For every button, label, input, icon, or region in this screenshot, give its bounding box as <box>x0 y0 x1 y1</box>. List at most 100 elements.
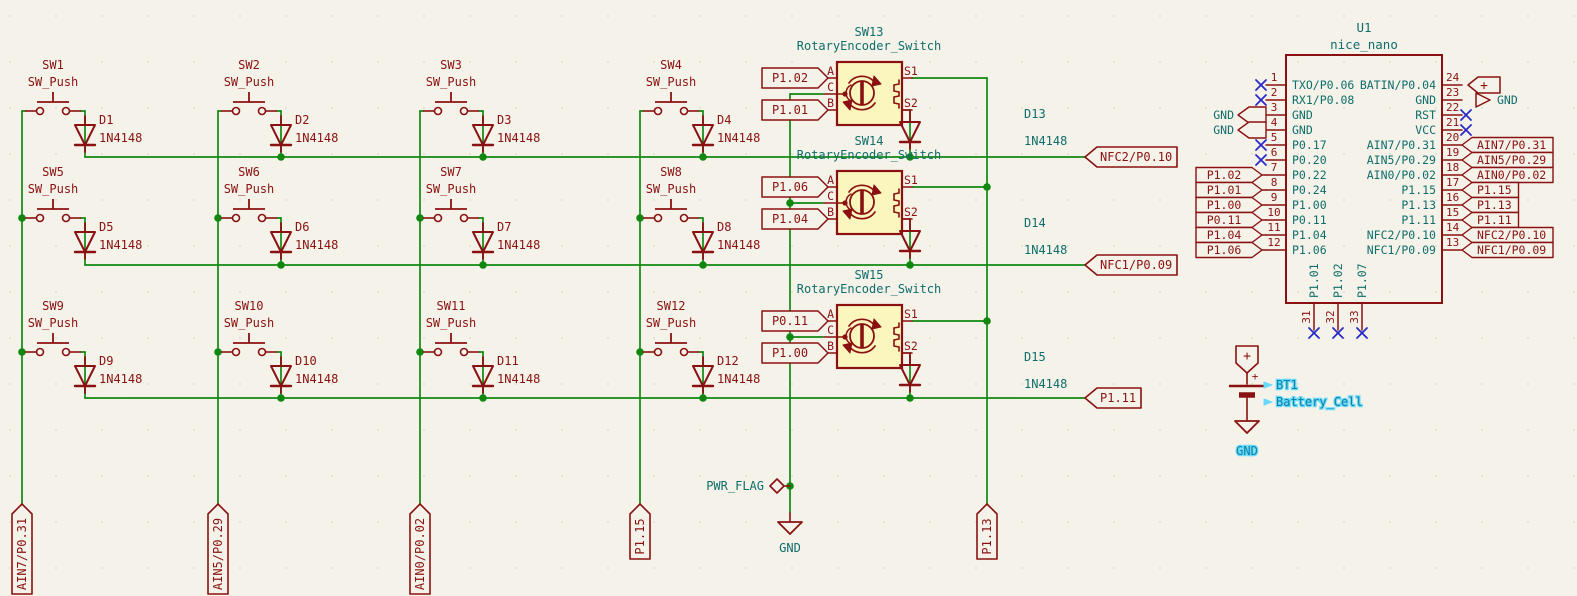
ref-designator[interactable]: D12 <box>717 354 739 368</box>
net-label-text[interactable]: AIN0/P0.02 <box>1477 168 1546 182</box>
component-value[interactable]: 1N4148 <box>497 131 540 145</box>
net-label-text[interactable]: GND <box>1497 93 1518 107</box>
component-value[interactable]: 1N4148 <box>497 372 540 386</box>
net-label-text[interactable]: AIN5/P0.29 <box>1477 153 1546 167</box>
battery-bt1[interactable] <box>1229 384 1265 398</box>
pin-number[interactable]: 1 <box>1271 71 1278 84</box>
pin-name[interactable]: BATIN/P0.04 <box>1360 78 1436 92</box>
pin-number[interactable]: 4 <box>1271 116 1278 129</box>
switch-sw4[interactable] <box>643 92 699 116</box>
net-label-text[interactable]: P1.11 <box>1477 213 1512 227</box>
net-label-text[interactable]: P1.00 <box>772 346 808 360</box>
pin-name[interactable]: NFC1/P0.09 <box>1367 243 1436 257</box>
polarity-mark[interactable]: + <box>1252 370 1259 383</box>
net-label-text[interactable]: AIN0/P0.02 <box>413 518 427 590</box>
global-label[interactable] <box>976 503 998 560</box>
pin-name[interactable]: S2 <box>904 339 918 353</box>
battery-plus-port-icon[interactable] <box>1235 345 1259 374</box>
pin-name[interactable]: A <box>827 173 834 187</box>
switch-sw2[interactable] <box>221 92 277 116</box>
pin-number[interactable]: 2 <box>1271 86 1278 99</box>
component-value[interactable]: SW_Push <box>426 75 477 89</box>
net-label-text[interactable]: NFC1/P0.09 <box>1100 258 1172 272</box>
pin-name[interactable]: B <box>827 339 834 353</box>
ref-designator[interactable]: D4 <box>717 113 731 127</box>
pin-number[interactable]: 23 <box>1446 86 1459 99</box>
pin-name[interactable]: S2 <box>904 205 918 219</box>
pin-name[interactable]: A <box>827 64 834 78</box>
ref-designator[interactable]: D15 <box>1024 350 1046 364</box>
net-label-text[interactable]: P0.11 <box>772 314 808 328</box>
gnd-power-label[interactable] <box>1237 121 1267 139</box>
plus-label[interactable]: + <box>1243 349 1251 364</box>
global-label[interactable] <box>1084 254 1178 276</box>
component-value[interactable]: SW_Push <box>426 182 477 196</box>
component-value[interactable]: SW_Push <box>224 75 275 89</box>
pin-number[interactable]: 11 <box>1267 221 1280 234</box>
global-label[interactable] <box>11 503 33 595</box>
net-label-text[interactable]: P1.15 <box>633 518 647 554</box>
global-label[interactable] <box>1461 136 1554 154</box>
ref-designator[interactable]: D3 <box>497 113 511 127</box>
switch-sw1[interactable] <box>25 92 81 116</box>
switch-sw3[interactable] <box>423 92 479 116</box>
net-label-text[interactable]: P1.02 <box>1207 168 1242 182</box>
ref-designator[interactable]: D2 <box>295 113 309 127</box>
component-value[interactable]: 1N4148 <box>717 238 760 252</box>
pin-name[interactable]: P1.13 <box>1401 198 1436 212</box>
pin-name[interactable]: GND <box>1415 93 1436 107</box>
net-label-text[interactable]: P1.04 <box>772 212 808 226</box>
pin-name[interactable]: P1.04 <box>1292 228 1327 242</box>
component-value[interactable]: SW_Push <box>646 182 697 196</box>
pin-name[interactable]: P1.01 <box>1307 263 1321 298</box>
net-label-text[interactable]: P1.13 <box>980 518 994 554</box>
global-label[interactable] <box>761 342 829 364</box>
ref-designator[interactable]: SW13 <box>855 25 884 39</box>
switch-sw6[interactable] <box>221 199 277 223</box>
component-value[interactable]: nice_nano <box>1330 37 1398 52</box>
gnd-symbol-icon[interactable] <box>777 521 803 535</box>
component-value[interactable]: SW_Push <box>224 182 275 196</box>
pin-name[interactable]: C <box>827 189 834 203</box>
global-label[interactable] <box>1195 241 1263 259</box>
ref-designator[interactable]: D11 <box>497 354 519 368</box>
pin-number[interactable]: 17 <box>1446 176 1459 189</box>
pin-name[interactable]: NFC2/P0.10 <box>1367 228 1436 242</box>
global-label[interactable] <box>1461 211 1520 229</box>
net-label-text[interactable]: NFC2/P0.10 <box>1100 150 1172 164</box>
global-label[interactable] <box>409 503 431 595</box>
component-value[interactable]: 1N4148 <box>497 238 540 252</box>
pin-name[interactable]: A <box>827 307 834 321</box>
gnd-symbol-icon[interactable] <box>1234 420 1260 434</box>
pin-number[interactable]: 7 <box>1271 161 1278 174</box>
ref-designator[interactable]: SW10 <box>235 299 264 313</box>
pin-number[interactable]: 5 <box>1271 131 1278 144</box>
pin-name[interactable]: P0.20 <box>1292 153 1327 167</box>
net-label-text[interactable]: AIN5/P0.29 <box>211 518 225 590</box>
component-value[interactable]: Battery_Cell <box>1275 394 1364 411</box>
net-label-text[interactable]: P1.01 <box>772 103 808 117</box>
global-label[interactable] <box>1084 387 1142 409</box>
ref-designator[interactable]: SW5 <box>42 165 64 179</box>
pin-number[interactable]: 31 <box>1300 310 1313 323</box>
global-label[interactable] <box>629 503 651 560</box>
global-label[interactable] <box>1195 181 1263 199</box>
ref-designator[interactable]: SW7 <box>440 165 462 179</box>
pin-name[interactable]: P0.22 <box>1292 168 1327 182</box>
net-label-text[interactable]: AIN7/P0.31 <box>15 518 29 590</box>
net-label-text[interactable]: GND <box>1213 108 1234 122</box>
net-label-text[interactable]: P1.13 <box>1477 198 1512 212</box>
pin-number[interactable]: 14 <box>1446 221 1460 234</box>
pin-number[interactable]: 15 <box>1446 206 1459 219</box>
rotary-encoder-sw15[interactable] <box>835 303 904 370</box>
global-label[interactable] <box>1461 181 1520 199</box>
ref-designator[interactable]: D10 <box>295 354 317 368</box>
net-label-text[interactable]: GND <box>1213 123 1234 137</box>
global-label[interactable] <box>207 503 229 595</box>
component-value[interactable]: SW_Push <box>646 316 697 330</box>
ref-designator[interactable]: BT1 <box>1275 377 1299 394</box>
component-value[interactable]: RotaryEncoder_Switch <box>797 39 942 53</box>
ref-designator[interactable]: SW1 <box>42 58 64 72</box>
switch-sw5[interactable] <box>25 199 81 223</box>
